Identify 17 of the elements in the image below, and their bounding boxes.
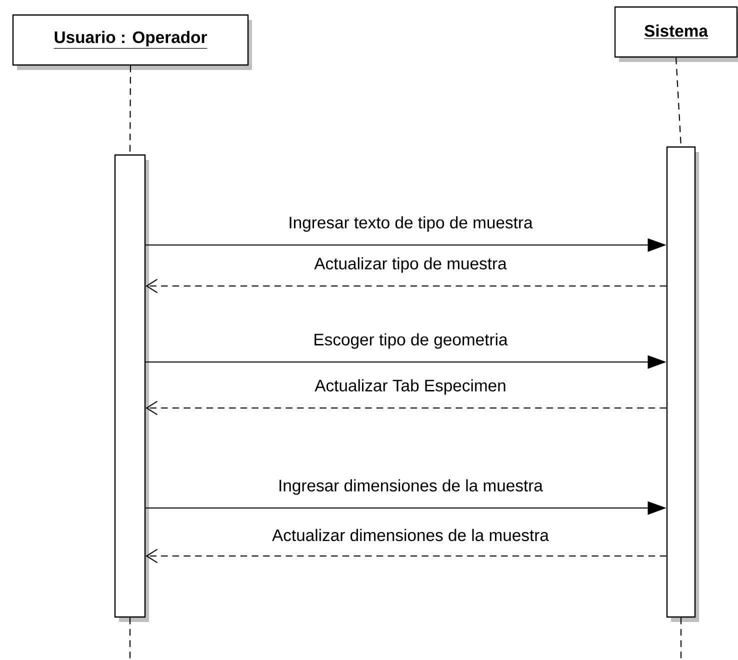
object-box: Sistema <box>614 6 738 62</box>
lifeline <box>675 58 682 146</box>
message-label: Actualizar tipo de muestra <box>312 256 508 274</box>
object-box: Usuario : Operador <box>12 14 252 70</box>
activation-bar <box>666 146 699 622</box>
return-arrow <box>146 548 666 564</box>
message-label: Actualizar dimensiones de la muestra <box>270 528 550 542</box>
lifeline <box>680 618 682 660</box>
message-label: Escoger tipo de geometria <box>312 332 510 350</box>
activation-bar <box>114 154 149 622</box>
message-label: Actualizar Tab Especimen <box>313 378 508 396</box>
lifeline <box>129 618 131 660</box>
return-arrow <box>146 400 666 416</box>
message-label: Ingresar dimensiones de la muestra <box>276 478 544 496</box>
message-label: Ingresar texto de tipo de muestra <box>286 214 534 234</box>
return-arrow <box>146 278 666 294</box>
lifeline <box>129 66 132 154</box>
